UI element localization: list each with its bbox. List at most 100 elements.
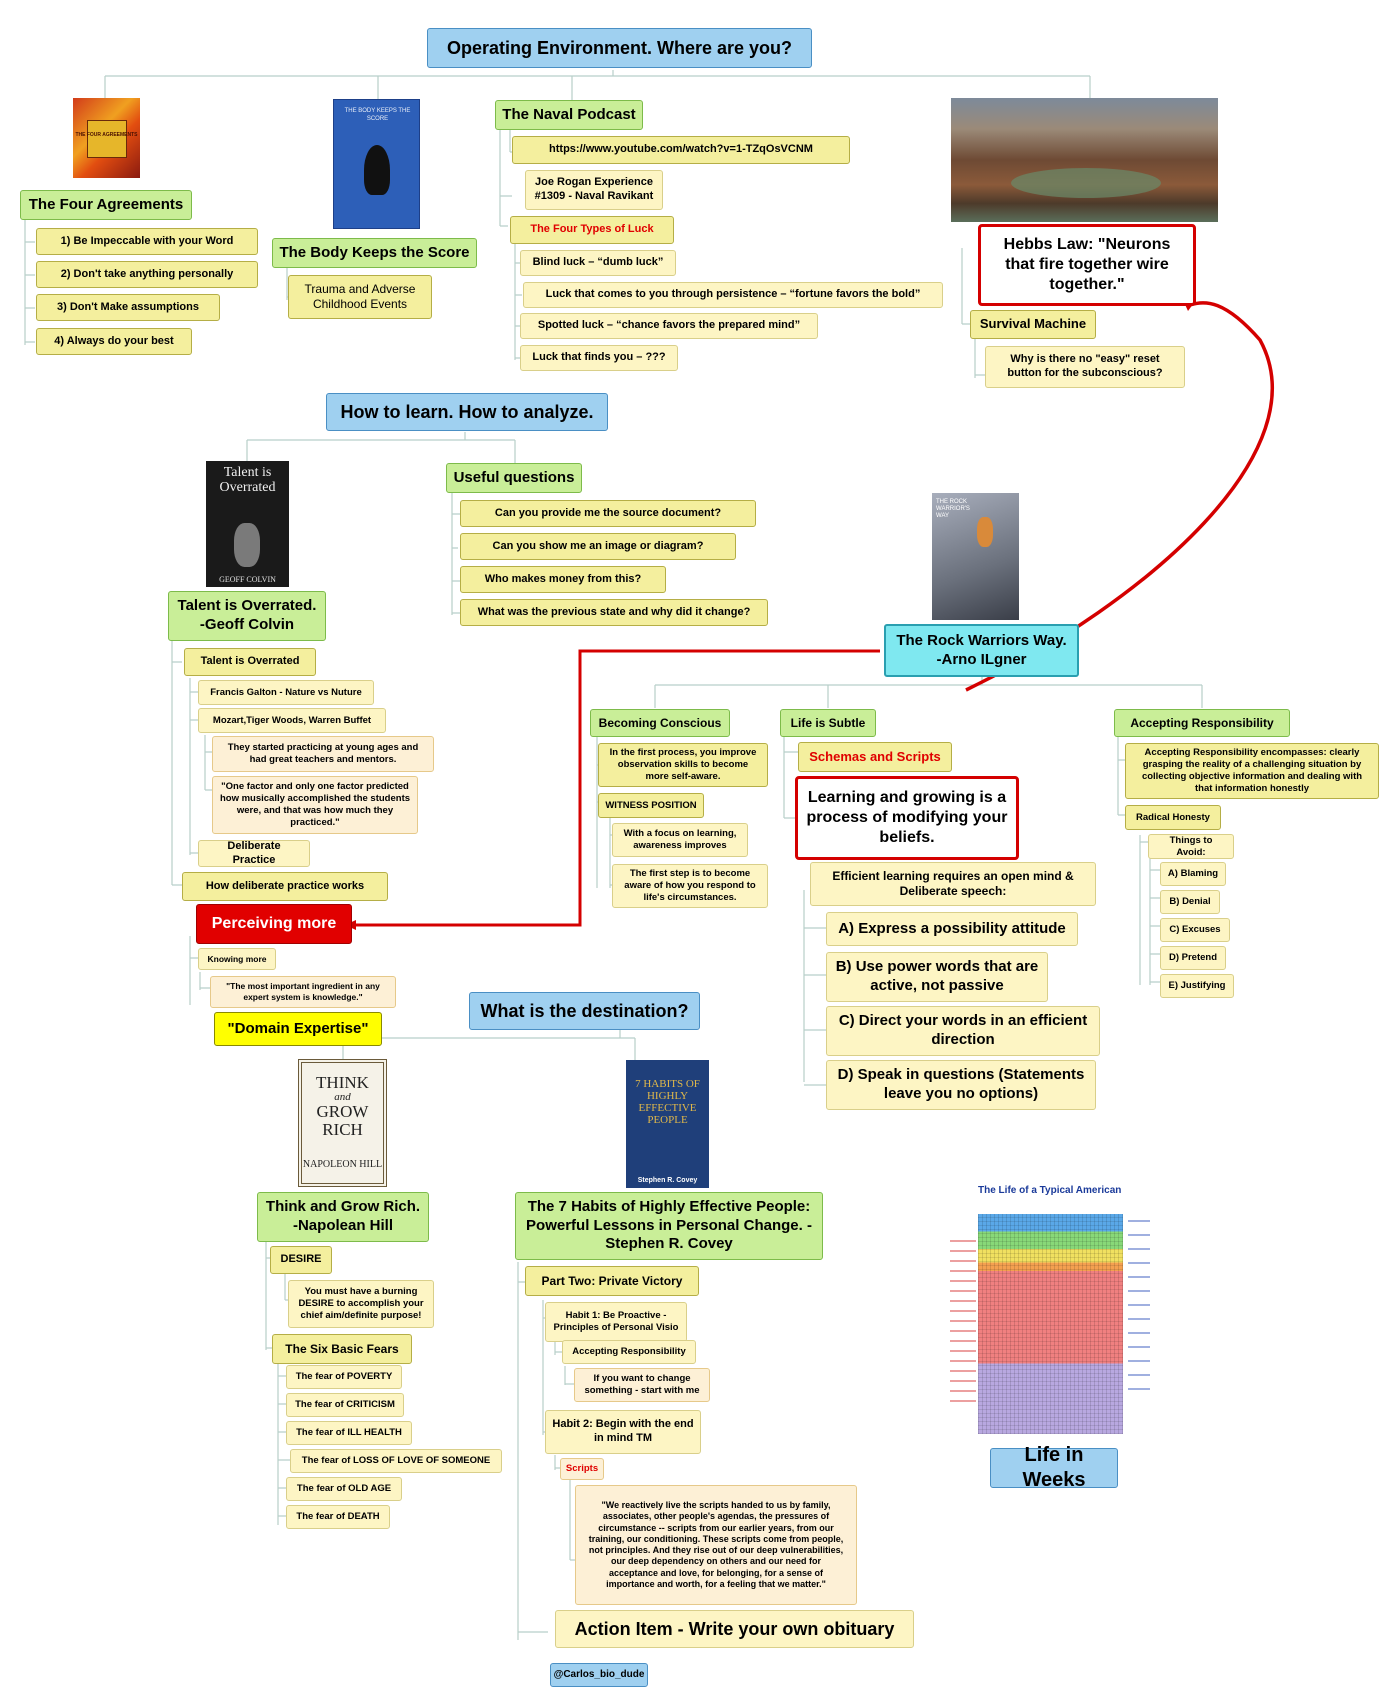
- most-important-ingredient-node[interactable]: "The most important ingredient in any ex…: [210, 976, 396, 1008]
- speech-item[interactable]: B) Use power words that are active, not …: [826, 952, 1048, 1002]
- fear-item[interactable]: The fear of LOSS OF LOVE OF SOMEONE: [290, 1449, 502, 1473]
- avoid-item[interactable]: B) Denial: [1160, 890, 1220, 914]
- accepting-responsibility-node[interactable]: Accepting Responsibility: [1114, 709, 1290, 737]
- four-agreements-cover-image: THE FOUR AGREEMENTS: [73, 98, 140, 178]
- how-deliberate-practice-node[interactable]: How deliberate practice works: [182, 872, 388, 901]
- question-item[interactable]: Can you show me an image or diagram?: [460, 533, 736, 560]
- agreement-item[interactable]: 1) Be Impeccable with your Word: [36, 228, 258, 255]
- galton-node[interactable]: Francis Galton - Nature vs Nuture: [198, 680, 374, 705]
- question-item[interactable]: Can you provide me the source document?: [460, 500, 756, 527]
- schemas-scripts-node[interactable]: Schemas and Scripts: [798, 742, 952, 772]
- one-factor-quote-node[interactable]: "One factor and only one factor predicte…: [212, 776, 418, 834]
- seven-habits-node[interactable]: The 7 Habits of Highly Effective People:…: [515, 1192, 823, 1260]
- first-step-node[interactable]: The first step is to become aware of how…: [612, 864, 768, 908]
- reset-button-question-node[interactable]: Why is there no "easy" reset button for …: [985, 346, 1185, 388]
- section-operating-environment[interactable]: Operating Environment. Where are you?: [427, 28, 812, 68]
- fear-item[interactable]: The fear of CRITICISM: [286, 1393, 404, 1417]
- learning-growing-node[interactable]: Learning and growing is a process of mod…: [795, 776, 1019, 860]
- private-victory-node[interactable]: Part Two: Private Victory: [525, 1266, 699, 1296]
- useful-questions-node[interactable]: Useful questions: [446, 463, 582, 493]
- rock-cover-title: THE ROCK WARRIOR'S WAY: [936, 499, 970, 520]
- first-process-node[interactable]: In the first process, you improve observ…: [598, 743, 768, 787]
- four-types-luck-node[interactable]: The Four Types of Luck: [510, 216, 674, 244]
- domain-expertise-node[interactable]: "Domain Expertise": [214, 1012, 382, 1046]
- six-basic-fears-node[interactable]: The Six Basic Fears: [272, 1334, 412, 1364]
- fear-item[interactable]: The fear of ILL HEALTH: [286, 1421, 412, 1445]
- fear-item[interactable]: The fear of POVERTY: [286, 1365, 402, 1389]
- naval-url-link[interactable]: https://www.youtube.com/watch?v=1-TZqOsV…: [512, 136, 850, 164]
- witness-position-node[interactable]: WITNESS POSITION: [598, 793, 704, 818]
- life-chart-title: The Life of a Typical American: [978, 1185, 1122, 1196]
- habit2-node[interactable]: Habit 2: Begin with the end in mind TM: [545, 1410, 701, 1454]
- talent-overrated-cover-image: Talent is Overrated GEOFF COLVIN: [206, 461, 289, 587]
- scripts-node[interactable]: Scripts: [560, 1458, 604, 1480]
- seven-habits-cover-image: 7 HABITS OF HIGHLY EFFECTIVE PEOPLE Step…: [626, 1060, 709, 1188]
- avoid-item[interactable]: E) Justifying: [1160, 974, 1234, 998]
- life-in-weeks-chart-image: The Life of a Typical American: [948, 1180, 1160, 1442]
- efficient-learning-node[interactable]: Efficient learning requires an open mind…: [810, 862, 1096, 906]
- desire-desc-node[interactable]: You must have a burning DESIRE to accomp…: [288, 1280, 434, 1328]
- mozart-node[interactable]: Mozart,Tiger Woods, Warren Buffet: [198, 708, 386, 733]
- author-handle[interactable]: @Carlos_bio_dude: [550, 1663, 648, 1687]
- hebbs-law-node[interactable]: Hebbs Law: "Neurons that fire together w…: [978, 224, 1196, 306]
- luck-item[interactable]: Luck that finds you – ???: [520, 345, 678, 371]
- question-item[interactable]: What was the previous state and why did …: [460, 599, 768, 626]
- radical-honesty-node[interactable]: Radical Honesty: [1125, 805, 1221, 830]
- action-item-obituary-node[interactable]: Action Item - Write your own obituary: [555, 1610, 914, 1648]
- knowing-more-node[interactable]: Knowing more: [198, 948, 276, 970]
- talent-cover-author: GEOFF COLVIN: [219, 575, 276, 584]
- four-agreements-node[interactable]: The Four Agreements: [20, 190, 192, 220]
- agreement-item[interactable]: 4) Always do your best: [36, 328, 192, 355]
- deliberate-practice-node[interactable]: Deliberate Practice: [198, 840, 310, 867]
- habit1-node[interactable]: Habit 1: Be Proactive - Principles of Pe…: [545, 1302, 687, 1342]
- luck-item[interactable]: Luck that comes to you through persisten…: [523, 282, 943, 308]
- think-cover-word-2: and: [334, 1091, 351, 1103]
- joe-rogan-episode-node[interactable]: Joe Rogan Experience #1309 - Naval Ravik…: [525, 170, 663, 210]
- change-start-with-me-node[interactable]: If you want to change something - start …: [574, 1368, 710, 1402]
- scripts-quote-node[interactable]: "We reactively live the scripts handed t…: [575, 1485, 857, 1605]
- accepting-responsibility-habits-node[interactable]: Accepting Responsibility: [562, 1340, 696, 1364]
- grand-canyon-image: [951, 98, 1218, 222]
- avoid-item[interactable]: C) Excuses: [1160, 918, 1230, 942]
- think-grow-rich-node[interactable]: Think and Grow Rich. -Napolean Hill: [257, 1192, 429, 1242]
- body-keeps-score-cover-image: THE BODY KEEPS THE SCORE: [333, 99, 420, 229]
- luck-item[interactable]: Spotted luck – “chance favors the prepar…: [520, 313, 818, 339]
- avoid-item[interactable]: D) Pretend: [1160, 946, 1226, 970]
- habits-cover-title: 7 HABITS OF HIGHLY EFFECTIVE PEOPLE: [635, 1078, 700, 1127]
- section-how-to-learn[interactable]: How to learn. How to analyze.: [326, 393, 608, 431]
- trauma-node[interactable]: Trauma and Adverse Childhood Events: [288, 275, 432, 319]
- avoid-item[interactable]: A) Blaming: [1160, 862, 1226, 886]
- fear-item[interactable]: The fear of DEATH: [286, 1505, 390, 1529]
- desire-node[interactable]: DESIRE: [270, 1246, 332, 1274]
- speech-item[interactable]: A) Express a possibility attitude: [826, 912, 1078, 946]
- question-item[interactable]: Who makes money from this?: [460, 566, 666, 593]
- focus-learning-node[interactable]: With a focus on learning, awareness impr…: [612, 823, 748, 857]
- agreement-item[interactable]: 2) Don't take anything personally: [36, 261, 258, 288]
- section-destination[interactable]: What is the destination?: [469, 992, 700, 1030]
- things-to-avoid-node[interactable]: Things to Avoid:: [1148, 834, 1234, 859]
- life-in-weeks-node[interactable]: Life in Weeks: [990, 1444, 1118, 1491]
- life-is-subtle-node[interactable]: Life is Subtle: [780, 709, 876, 737]
- becoming-conscious-node[interactable]: Becoming Conscious: [590, 709, 730, 737]
- rock-warriors-way-node[interactable]: The Rock Warriors Way. -Arno ILgner: [884, 624, 1079, 677]
- naval-podcast-node[interactable]: The Naval Podcast: [495, 100, 643, 130]
- accepting-desc-node[interactable]: Accepting Responsibility encompasses: cl…: [1125, 743, 1379, 799]
- four-agreements-cover-title: THE FOUR AGREEMENTS: [75, 132, 138, 138]
- speech-item[interactable]: D) Speak in questions (Statements leave …: [826, 1060, 1096, 1110]
- talent-overrated-sub-node[interactable]: Talent is Overrated: [184, 648, 316, 676]
- think-grow-rich-cover-image: THINK and GROW RICH NAPOLEON HILL: [298, 1059, 387, 1187]
- agreement-item[interactable]: 3) Don't Make assumptions: [36, 294, 220, 321]
- body-cover-title: THE BODY KEEPS THE SCORE: [344, 108, 411, 122]
- think-cover-word-3: GROW RICH: [316, 1102, 369, 1139]
- survival-machine-node[interactable]: Survival Machine: [970, 310, 1096, 339]
- habits-cover-author: Stephen R. Covey: [637, 1177, 698, 1184]
- talent-overrated-node[interactable]: Talent is Overrated. -Geoff Colvin: [168, 591, 326, 641]
- practiced-young-node[interactable]: They started practicing at young ages an…: [212, 736, 434, 772]
- perceiving-more-node[interactable]: Perceiving more: [196, 904, 352, 944]
- luck-item[interactable]: Blind luck – “dumb luck”: [520, 250, 676, 276]
- speech-item[interactable]: C) Direct your words in an efficient dir…: [826, 1006, 1100, 1056]
- fear-item[interactable]: The fear of OLD AGE: [286, 1477, 402, 1501]
- body-keeps-score-node[interactable]: The Body Keeps the Score: [272, 238, 477, 268]
- rock-warriors-cover-image: THE ROCK WARRIOR'S WAY: [932, 493, 1019, 620]
